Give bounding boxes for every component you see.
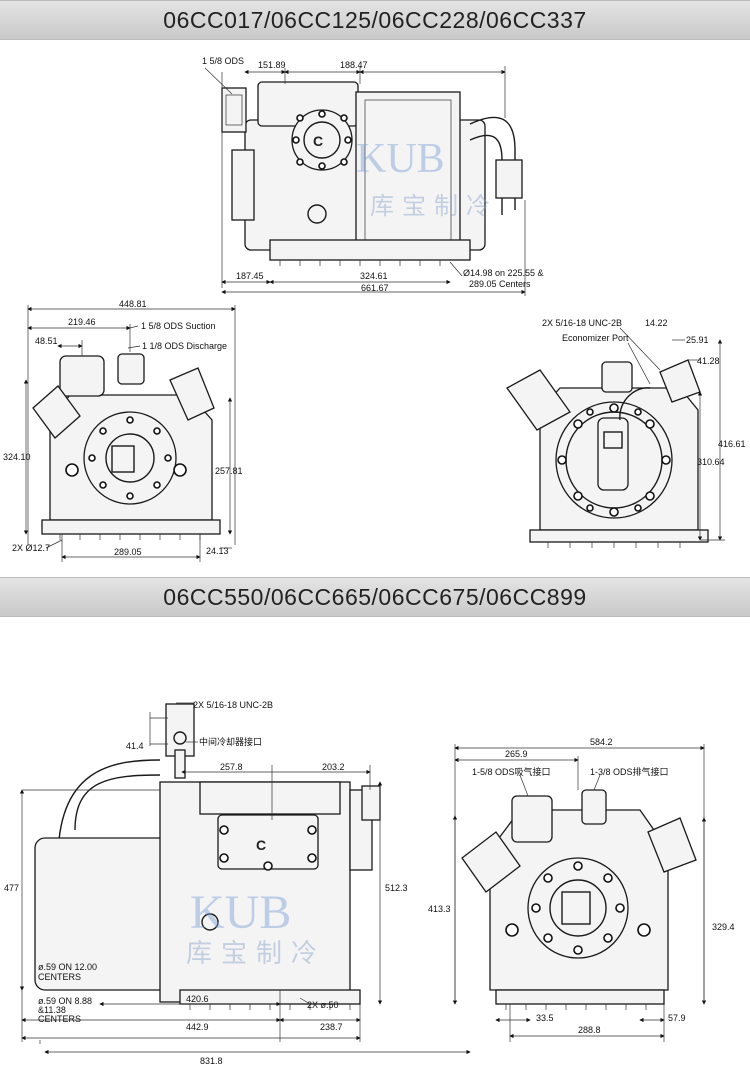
section-banner-1: 06CC017/06CC125/06CC228/06CC337	[0, 0, 750, 40]
d1-top-dim-324: 324.61	[360, 271, 388, 281]
d2-front-note1b: CENTERS	[38, 972, 81, 982]
d2-front-dim-512: 512.3	[385, 883, 408, 893]
d1-left-discharge: 1 1/8 ODS Discharge	[142, 341, 227, 351]
d1-left-dim-48: 48.51	[35, 336, 58, 346]
d1-top-dim-661: 661.67	[361, 283, 389, 293]
d2-front-hole: 2X ø.50	[307, 1000, 339, 1010]
watermark-chinese-1: 库宝制冷	[370, 192, 498, 220]
d2-side-dim-329: 329.4	[712, 922, 735, 932]
d2-front-view-dimensions: 2X 5/16-18 UNC-2B 41.4 中间冷却器接口 257.8 203…	[4, 700, 471, 1066]
d2-side-dim-288: 288.8	[578, 1025, 601, 1035]
section-title-1: 06CC017/06CC125/06CC228/06CC337	[163, 7, 587, 33]
d1-left-suction: 1 5/8 ODS Suction	[141, 321, 216, 331]
d2-front-dim-238: 238.7	[320, 1022, 343, 1032]
d1-left-dim-289: 289.05	[114, 547, 142, 557]
d1-right-dim-310: 310.64	[697, 457, 725, 467]
d2-side-dim-584: 584.2	[590, 737, 613, 747]
d2-front-thread: 2X 5/16-18 UNC-2B	[193, 700, 273, 710]
d1-top-mount-a: Ø14.98 on 225.55 &	[463, 268, 544, 278]
d1-left-dim-324: 324.10	[3, 452, 31, 462]
d2-side-suction: 1-5/8 ODS吸气接口	[472, 766, 551, 777]
d2-front-cn-port: 中间冷却器接口	[199, 736, 262, 747]
d2-front-dim-257: 257.8	[220, 762, 243, 772]
watermark-chinese-2: 库宝制冷	[186, 939, 326, 969]
d1-top-dim-188: 188.47	[340, 60, 368, 70]
d2-front-dim-442: 442.9	[186, 1022, 209, 1032]
d1-right-thread: 2X 5/16-18 UNC-2B	[542, 318, 622, 328]
d1-right-view-drawing	[506, 359, 709, 548]
d1-left-holes: 2X Ø12.7	[12, 543, 50, 553]
d2-side-dim-265: 265.9	[505, 749, 528, 759]
d1-left-view-drawing	[32, 353, 221, 540]
d1-left-dim-24: 24.13	[206, 546, 229, 556]
d2-front-dim-477: 477	[4, 883, 19, 893]
d1-left-dim-257: 257.81	[215, 466, 243, 476]
section-banner-2: 06CC550/06CC665/06CC675/06CC899	[0, 577, 750, 617]
watermark-2: KUB 库宝制冷	[186, 886, 326, 969]
d2-side-dim-57: 57.9	[668, 1013, 686, 1023]
d2-side-view-drawing	[461, 789, 697, 1010]
d1-right-dim-14: 14.22	[645, 318, 668, 328]
d2-front-note2b: &11.38	[38, 1005, 66, 1015]
d2-front-note2c: CENTERS	[38, 1014, 81, 1024]
d1-top-mount-b: 289.05 Centers	[469, 279, 531, 289]
d2-side-discharge: 1-3/8 ODS排气接口	[590, 766, 669, 777]
d2-front-view-drawing: C	[34, 703, 381, 1010]
d1-right-dim-25: 25.91	[686, 335, 709, 345]
d1-left-view-dimensions: 448.81 219.46 1 5/8 ODS Suction 48.51 1 …	[3, 299, 243, 562]
svg-text:C: C	[256, 837, 266, 853]
d1-right-dim-416: 416.61	[718, 439, 746, 449]
d2-front-note2a: ø.59 ON 8.88	[38, 996, 92, 1006]
d1-top-view-drawing: C	[221, 81, 523, 266]
watermark-latin-1: KUB	[356, 136, 445, 182]
d2-front-dim-420: 420.6	[186, 994, 209, 1004]
d1-right-econ: Economizer Port	[562, 333, 629, 343]
d1-left-dim-219: 219.46	[68, 317, 96, 327]
d2-front-dim-203: 203.2	[322, 762, 345, 772]
d1-top-view-dimensions: 1 5/8 ODS 151.89 188.47 187.45 324.61 66…	[202, 56, 544, 296]
d2-front-dim-831: 831.8	[200, 1056, 223, 1066]
d2-side-dim-33: 33.5	[536, 1013, 554, 1023]
svg-text:C: C	[313, 133, 323, 149]
d1-top-dim-187: 187.45	[236, 271, 264, 281]
d1-right-dim-41: 41.28	[697, 356, 720, 366]
watermark-latin-2: KUB	[190, 886, 291, 939]
d2-front-note1a: ø.59 ON 12.00	[38, 962, 97, 972]
d2-front-dim-41: 41.4	[126, 741, 144, 751]
watermark-1: KUB 库宝制冷	[356, 136, 498, 220]
section-title-2: 06CC550/06CC665/06CC675/06CC899	[163, 584, 587, 610]
d2-side-dim-413: 413.3	[428, 904, 451, 914]
d1-right-view-dimensions: 2X 5/16-18 UNC-2B 14.22 Economizer Port …	[542, 318, 746, 541]
d2-side-view-dimensions: 584.2 265.9 1-5/8 ODS吸气接口 1-3/8 ODS排气接口 …	[428, 737, 735, 1042]
d1-top-dim-151: 151.89	[258, 60, 286, 70]
d1-left-dim-448: 448.81	[119, 299, 147, 309]
d1-top-ods-label: 1 5/8 ODS	[202, 56, 244, 66]
